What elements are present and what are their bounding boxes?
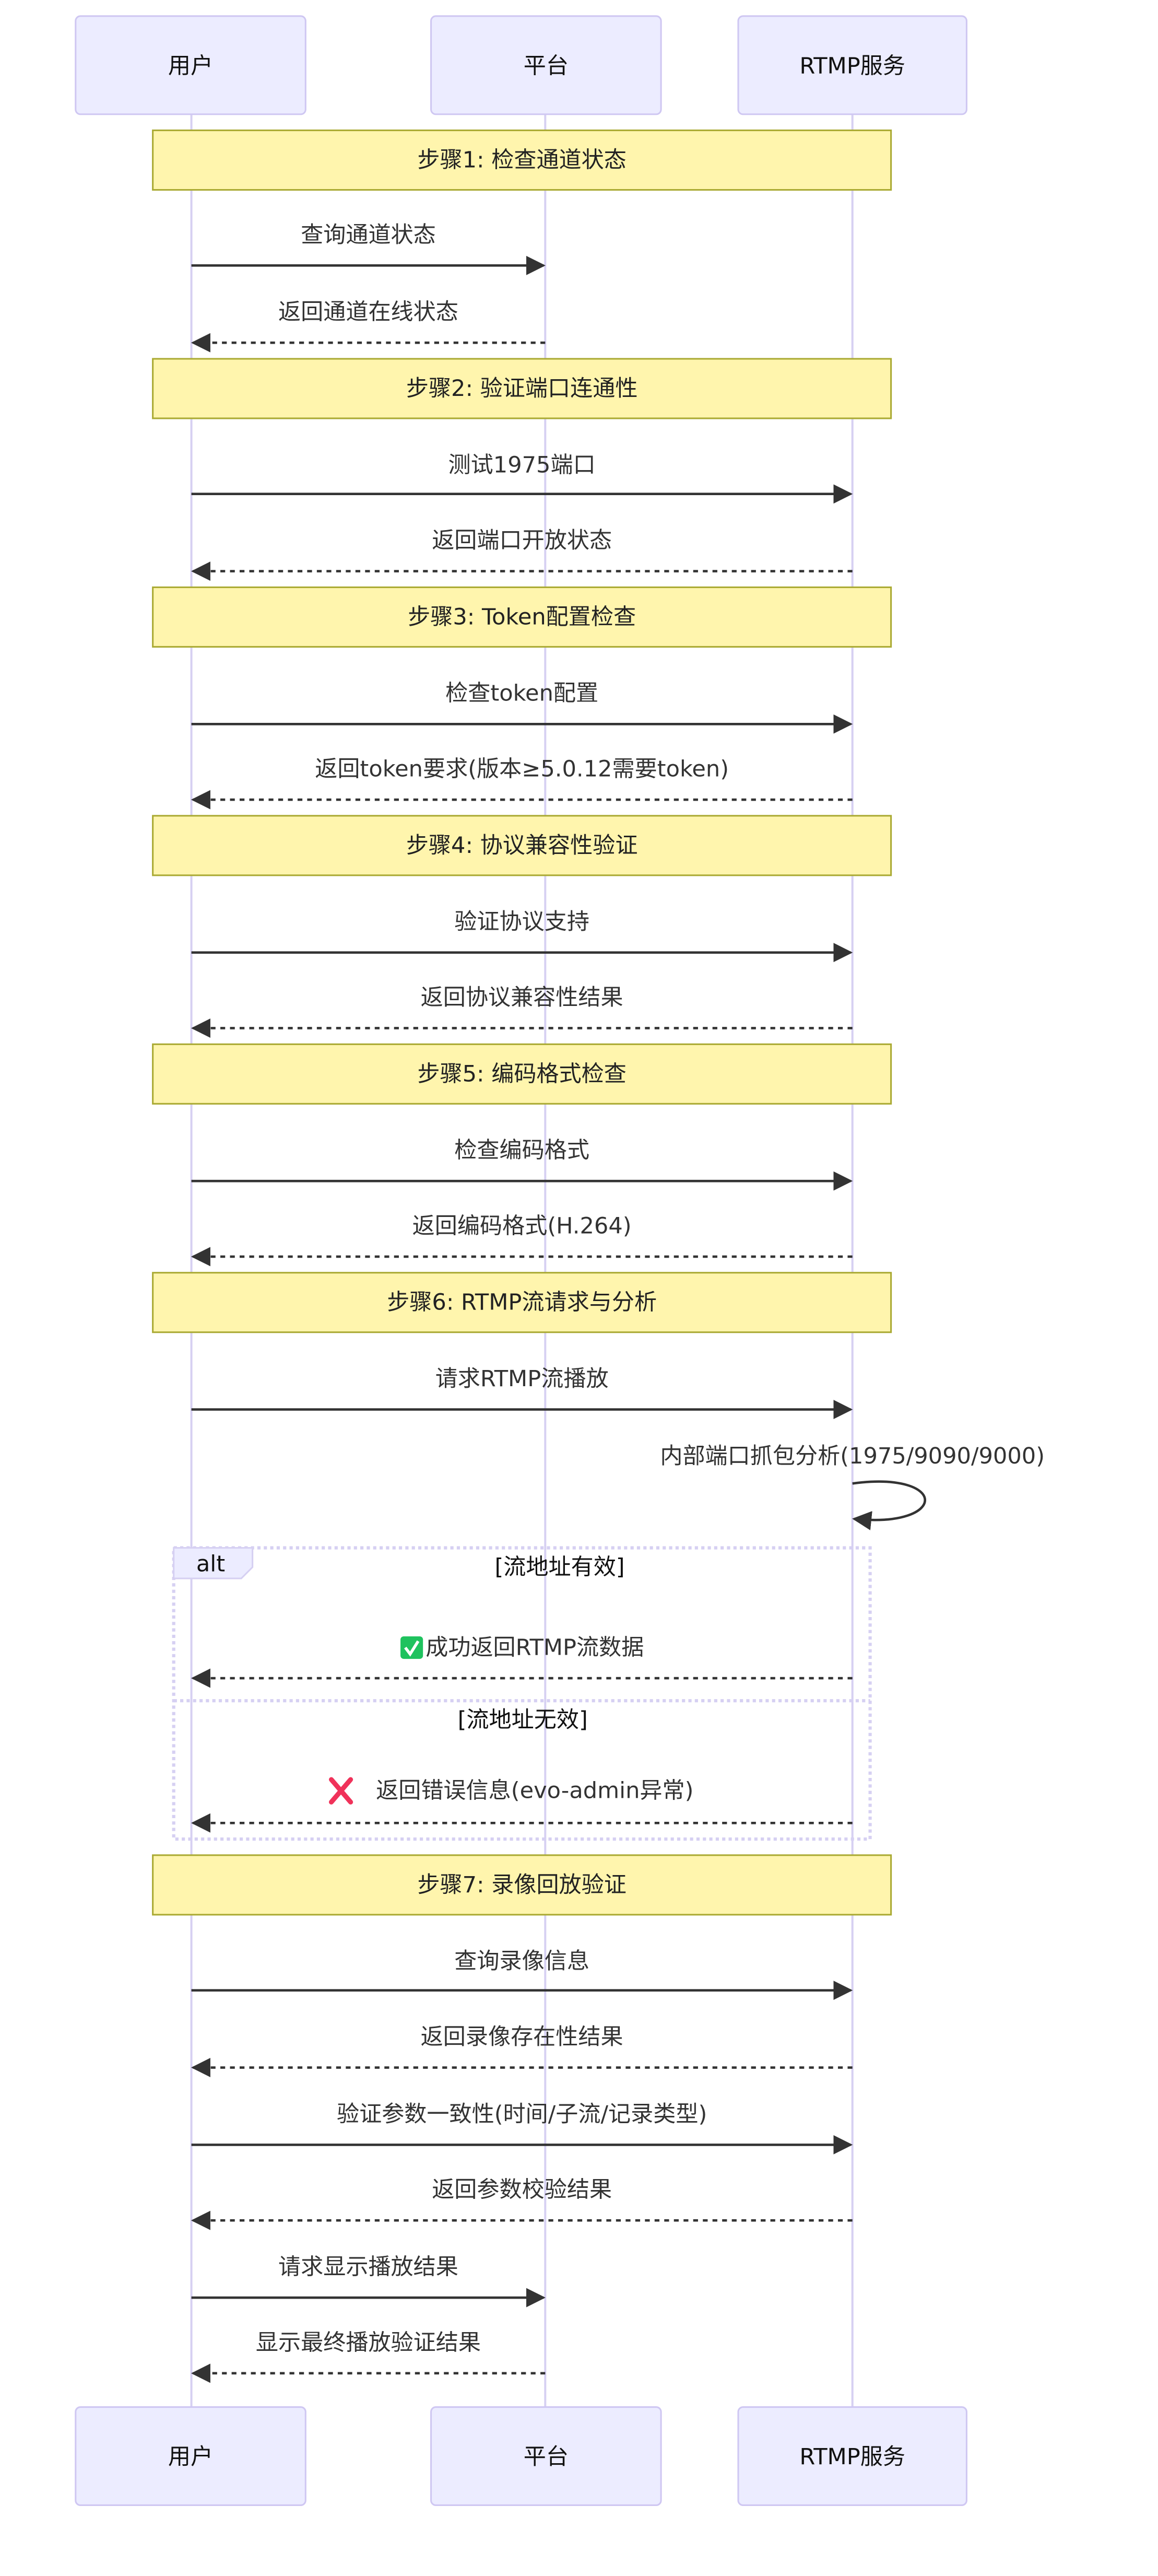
step-note-label: 步骤4: 协议兼容性验证 <box>406 833 638 859</box>
message: 检查token配置 <box>191 681 853 734</box>
message: 返回错误信息(evo-admin异常) <box>191 1777 853 1833</box>
message: 返回录像存在性结果 <box>191 2024 853 2078</box>
message: 请求RTMP流播放 <box>191 1366 853 1420</box>
alt-condition: [流地址有效] <box>494 1554 624 1580</box>
alt-frame: alt [流地址有效] [流地址无效] <box>172 1546 872 1841</box>
actor-label: RTMP服务 <box>799 2444 905 2470</box>
message-label: 检查token配置 <box>445 681 598 707</box>
message-label: 返回编码格式(H.264) <box>412 1213 632 1239</box>
step-note: 步骤3: Token配置检查 <box>152 586 892 648</box>
message-label: 测试1975端口 <box>448 452 596 478</box>
message: 返回参数校验结果 <box>191 2177 853 2230</box>
step-note-label: 步骤3: Token配置检查 <box>408 604 636 630</box>
message: 请求显示播放结果 <box>191 2254 546 2308</box>
message-label: 内部端口抓包分析(1975/9090/9000) <box>660 1443 1045 1469</box>
actor-label: RTMP服务 <box>799 53 905 79</box>
actor-label: 平台 <box>524 53 569 79</box>
message-label: 返回通道在线状态 <box>278 299 458 325</box>
alt-label: alt <box>196 1551 225 1577</box>
step-note: 步骤5: 编码格式检查 <box>152 1043 892 1105</box>
message-label: 成功返回RTMP流数据 <box>426 1635 644 1661</box>
message: 返回端口开放状态 <box>191 528 853 581</box>
message-label: 查询通道状态 <box>301 222 436 248</box>
message: 测试1975端口 <box>191 452 853 504</box>
message: 返回token要求(版本≥5.0.12需要token) <box>191 756 853 810</box>
message-label: 验证协议支持 <box>454 909 589 935</box>
message-label: 检查编码格式 <box>454 1138 589 1164</box>
step-note-label: 步骤7: 录像回放验证 <box>417 1872 627 1898</box>
message-label: 返回错误信息(evo-admin异常) <box>376 1778 693 1804</box>
actor-box-bottom: 平台 <box>430 2406 662 2506</box>
step-note: 步骤4: 协议兼容性验证 <box>152 815 892 876</box>
actor-label: 用户 <box>168 2444 213 2470</box>
step-note-label: 步骤6: RTMP流请求与分析 <box>387 1290 657 1316</box>
message-label: 返回端口开放状态 <box>432 528 612 554</box>
self-arrow <box>852 1480 926 1530</box>
message: 返回通道在线状态 <box>191 299 546 353</box>
actor-box-top: RTMP服务 <box>737 15 967 115</box>
message: 查询通道状态 <box>191 222 546 275</box>
message: 验证参数一致性(时间/子流/记录类型) <box>191 2101 853 2155</box>
step-note-label: 步骤2: 验证端口连通性 <box>406 376 638 402</box>
message-label: 显示最终播放验证结果 <box>256 2329 481 2356</box>
message-label: 返回参数校验结果 <box>432 2177 612 2203</box>
message: 检查编码格式 <box>191 1138 853 1191</box>
actor-label: 平台 <box>524 2444 569 2470</box>
message: 内部端口抓包分析(1975/9090/9000) <box>660 1443 1045 1530</box>
message: 显示最终播放验证结果 <box>191 2329 546 2383</box>
actor-box-top: 平台 <box>430 15 662 115</box>
message: 返回编码格式(H.264) <box>191 1213 853 1267</box>
step-note: 步骤6: RTMP流请求与分析 <box>152 1272 892 1333</box>
step-note-label: 步骤1: 检查通道状态 <box>417 147 627 173</box>
message: 查询录像信息 <box>191 1948 853 2000</box>
message-label: 验证参数一致性(时间/子流/记录类型) <box>337 2101 707 2127</box>
alt-condition: [流地址无效] <box>458 1707 588 1733</box>
message: 成功返回RTMP流数据 <box>191 1635 853 1688</box>
actor-box-bottom: RTMP服务 <box>737 2406 967 2506</box>
step-note: 步骤1: 检查通道状态 <box>152 130 892 191</box>
message-label: 返回token要求(版本≥5.0.12需要token) <box>315 756 729 782</box>
actor-label: 用户 <box>168 53 213 79</box>
actor-box-top: 用户 <box>75 15 306 115</box>
message-label: 请求RTMP流播放 <box>435 1366 609 1392</box>
message-label: 请求显示播放结果 <box>278 2254 458 2280</box>
check-icon <box>400 1636 423 1659</box>
message: 返回协议兼容性结果 <box>191 985 853 1038</box>
message-label: 返回录像存在性结果 <box>421 2024 623 2050</box>
step-note: 步骤7: 录像回放验证 <box>152 1854 892 1916</box>
message-label: 查询录像信息 <box>454 1948 589 1974</box>
step-note: 步骤2: 验证端口连通性 <box>152 358 892 419</box>
message-label: 返回协议兼容性结果 <box>421 985 623 1011</box>
cross-icon <box>328 1777 353 1805</box>
actor-box-bottom: 用户 <box>75 2406 306 2506</box>
message: 验证协议支持 <box>191 909 853 963</box>
step-note-label: 步骤5: 编码格式检查 <box>417 1061 627 1087</box>
